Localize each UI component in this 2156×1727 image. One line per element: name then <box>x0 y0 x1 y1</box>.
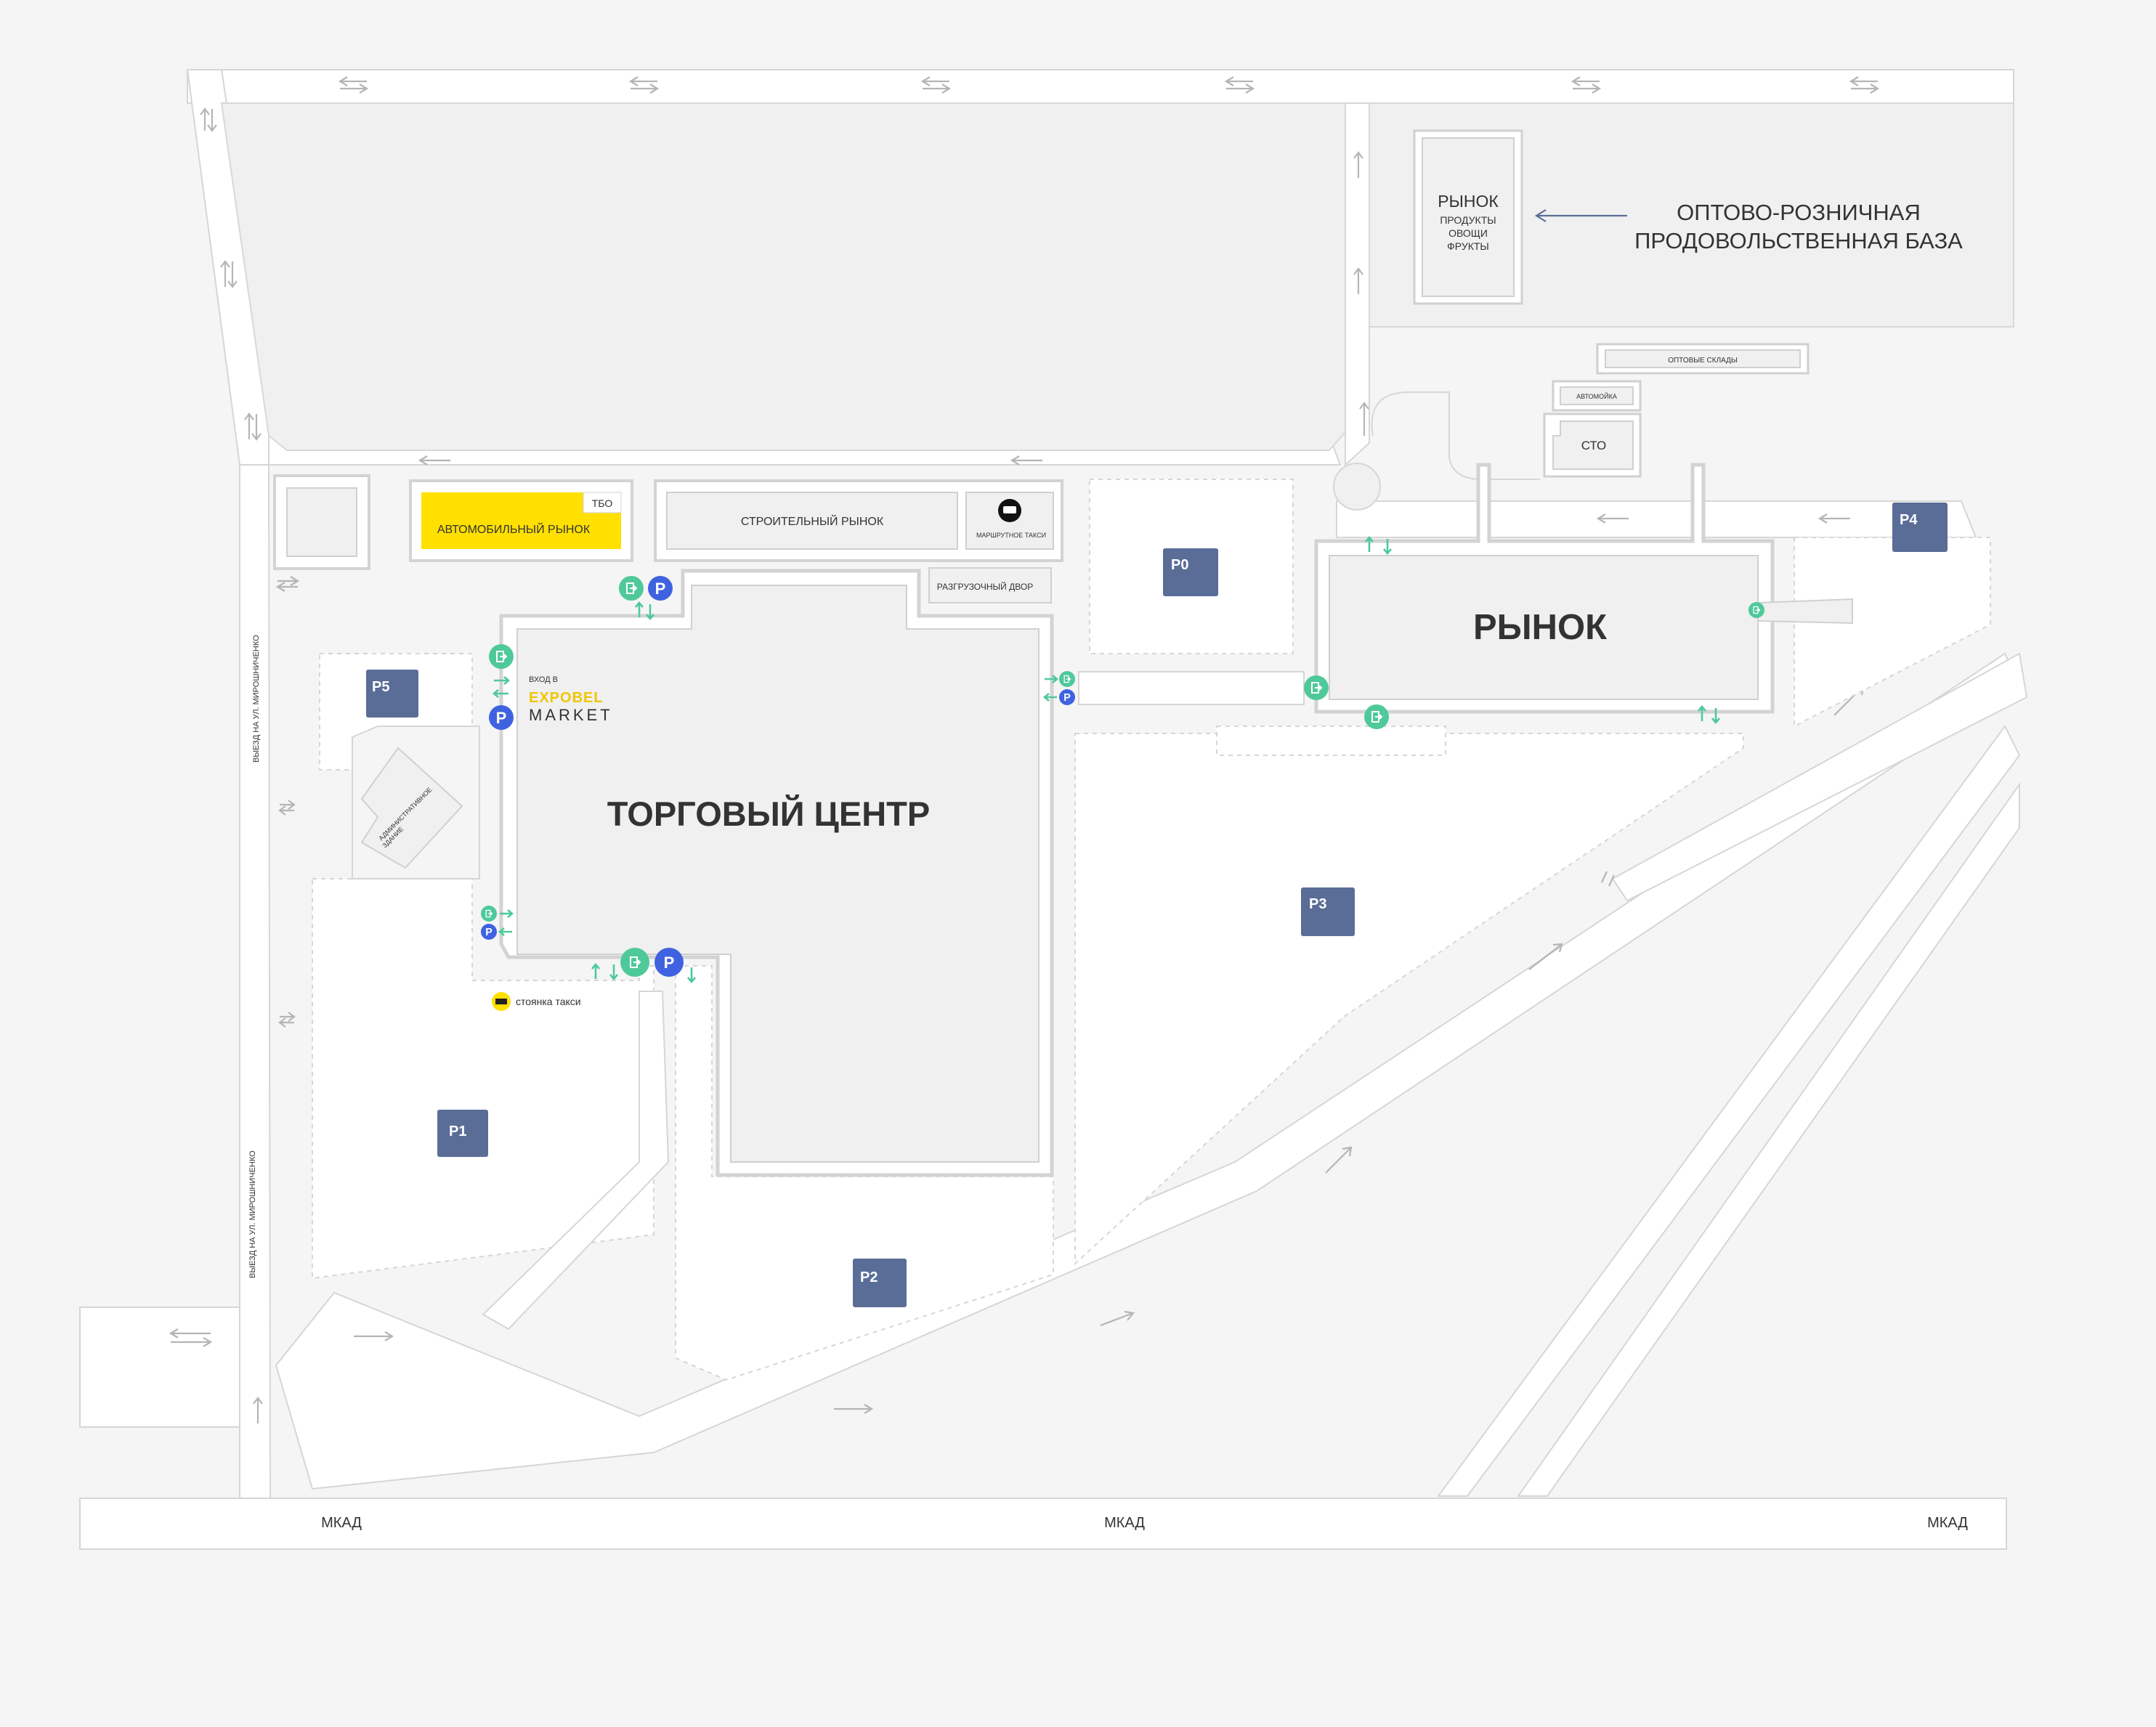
in-out-arrows <box>492 676 511 698</box>
corridor <box>1078 671 1305 705</box>
market-north-goods-1: ПРОДУКТЫ <box>1440 214 1496 226</box>
svg-text:P1: P1 <box>449 1123 466 1139</box>
entrance-door-icon[interactable] <box>620 948 649 977</box>
market-north-goods-3: ФРУКТЫ <box>1447 240 1489 252</box>
wholesale-base-line1: ОПТОВО-РОЗНИЧНАЯ <box>1677 200 1921 225</box>
service-station-label: СТО <box>1581 439 1607 452</box>
car-wash-label: АВТОМОЙКА <box>1576 392 1617 400</box>
block-northeast <box>1369 102 2014 328</box>
taxi-stand: стоянка такси <box>492 992 581 1011</box>
entrance-door-icon[interactable] <box>1364 704 1389 729</box>
tbo-label: ТБО <box>592 497 613 509</box>
south-access-lane <box>482 991 670 1330</box>
svg-text:P4: P4 <box>1900 512 1918 528</box>
parking-p-icon[interactable] <box>1059 689 1075 705</box>
parking-badge-p3[interactable]: P3 <box>1301 887 1355 936</box>
market-label: РЫНОК <box>1473 608 1607 647</box>
warehouses-building <box>1605 349 1801 368</box>
parking-badge-p2[interactable]: P2 <box>853 1259 907 1307</box>
expobel-logo-line1: EXPOBEL <box>529 690 604 706</box>
svg-text:P0: P0 <box>1171 557 1188 573</box>
market-building <box>1329 555 1759 700</box>
service-road-loop <box>1371 391 1540 480</box>
svg-text:P3: P3 <box>1309 896 1326 912</box>
service-station-building <box>1552 420 1634 470</box>
exit-label-north: ВЫЕЗД НА УЛ. МИРОШНИЧЕНКО <box>252 635 261 763</box>
entrance-to-label: ВХОД В <box>529 675 558 684</box>
entrance-door-icon[interactable] <box>481 906 497 922</box>
parking-p-icon[interactable] <box>481 924 497 940</box>
in-out-arrows <box>635 601 654 621</box>
parking-badge-p0[interactable]: P0 <box>1163 548 1218 596</box>
construction-market-label: СТРОИТЕЛЬНЫЙ РЫНОК <box>741 514 884 528</box>
market-north-goods-2: ОВОЩИ <box>1448 227 1488 239</box>
exit-label-south: ВЫЕЗД НА УЛ. МИРОШНИЧЕНКО <box>248 1150 257 1278</box>
tbo-box <box>583 492 622 513</box>
mkad-label-3: МКАД <box>1927 1515 1968 1531</box>
mkad-label-1: МКАД <box>321 1515 362 1531</box>
parking-badge-p4[interactable]: P4 <box>1892 503 1948 552</box>
parking-badges: P0 P1 P2 P3 P4 P5 <box>366 503 1948 1307</box>
entrance-door-icon[interactable] <box>489 644 514 669</box>
entrance-door-icon[interactable] <box>1304 675 1329 700</box>
parking-badge-p5[interactable]: P5 <box>366 670 418 718</box>
parking-areas <box>312 479 1991 1381</box>
wholesale-base-line2: ПРОДОВОЛЬСТВЕННАЯ БАЗА <box>1634 228 1963 253</box>
mall-label: ТОРГОВЫЙ ЦЕНТР <box>607 795 931 833</box>
taxi-stand-label: стоянка такси <box>516 996 581 1007</box>
entrance-door-icon[interactable] <box>1748 602 1764 618</box>
block-northwest <box>220 102 1346 451</box>
in-out-arrows <box>1365 535 1720 725</box>
market-east-wing <box>1757 598 1853 625</box>
entrance-markers <box>481 535 1764 984</box>
in-out-arrows <box>498 909 514 936</box>
market-north-building <box>1422 137 1515 297</box>
entrance-door-icon[interactable] <box>1059 671 1075 687</box>
pointer-arrow <box>1534 209 1627 222</box>
in-out-arrows <box>591 962 696 984</box>
warehouses-label: ОПТОВЫЕ СКЛАДЫ <box>1668 357 1738 365</box>
roundabout <box>1333 463 1381 511</box>
mkad-label-2: МКАД <box>1104 1515 1145 1531</box>
parking-p-icon[interactable] <box>654 948 684 977</box>
kiosk-building <box>286 487 357 557</box>
unloading-yard-label: РАЗГРУЗОЧНЫЙ ДВОР <box>937 581 1033 592</box>
auto-market-label: АВТОМОБИЛЬНЫЙ РЫНОК <box>437 522 591 536</box>
road-network <box>79 69 2028 1550</box>
entrance-door-icon[interactable] <box>619 576 644 601</box>
market-north-title: РЫНОК <box>1438 192 1499 211</box>
svg-text:P2: P2 <box>860 1269 878 1285</box>
shuttle-label: МАРШРУТНОЕ ТАКСИ <box>976 532 1046 539</box>
svg-text:P5: P5 <box>372 679 389 695</box>
expobel-logo-line2: MARKET <box>529 706 613 724</box>
shuttle-bus-icon-body <box>1003 506 1016 513</box>
in-out-arrows <box>1042 675 1059 702</box>
parking-p-icon[interactable] <box>648 576 673 601</box>
taxi-icon-checks <box>495 999 507 1004</box>
unloading-yard <box>928 567 1052 604</box>
admin-building <box>360 747 463 869</box>
car-wash-building <box>1560 386 1634 405</box>
parking-p-icon[interactable] <box>489 705 514 730</box>
parking-badge-p1[interactable]: P1 <box>437 1110 488 1157</box>
construction-market-building <box>666 492 958 550</box>
